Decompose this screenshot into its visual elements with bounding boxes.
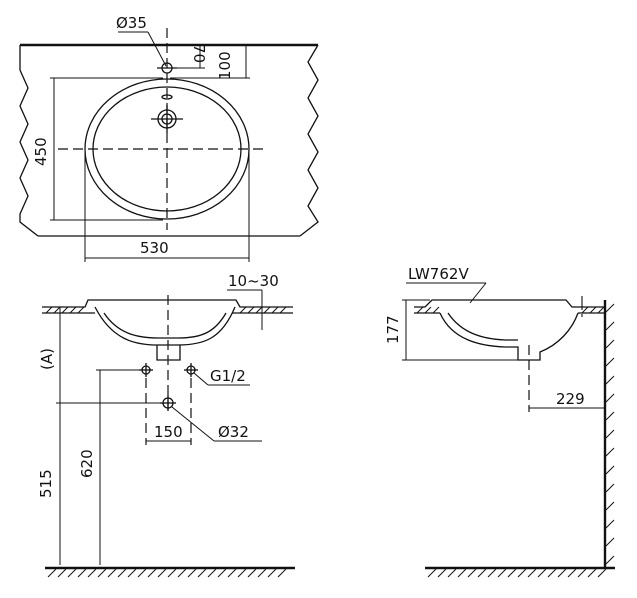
model-label: LW762V [408,265,469,283]
height-620-label: 620 [78,449,96,478]
height-515-label: 515 [37,469,55,498]
drain-diameter-label: Ø32 [218,423,249,441]
wall-hatch [605,303,615,565]
dim-70-label: 70 [190,44,208,63]
dim-530-label: 530 [140,239,169,257]
front-bowl [94,306,236,346]
front-counter-hatch [45,306,287,314]
side-view: LW762V 177 229 [384,265,615,578]
plan-view: Ø35 70 100 450 530 [19,14,319,262]
tap-hole-leader [147,31,167,67]
front-view: 150 G1/2 Ø32 10~30 (A) 515 620 [37,272,295,578]
basin-depth-label: 177 [384,315,402,344]
supply-spacing-label: 150 [154,423,183,441]
side-bowl [439,312,579,361]
side-a-label: (A) [38,348,56,370]
counter-thickness-label: 10~30 [228,272,279,290]
side-counter-hatch [416,306,605,314]
side-rim-top [414,299,605,308]
left-break-line [19,45,39,237]
supply-thread-leader [193,372,209,386]
front-floor-hatch [47,568,287,578]
drain-leader [171,406,215,442]
model-leader [469,282,487,304]
front-bowl-inner [103,312,227,339]
right-break-line [299,44,319,237]
side-bowl-inner [447,312,518,341]
supply-thread-label: G1/2 [210,367,246,385]
dim-450-label: 450 [32,137,50,166]
tap-hole-diameter-label: Ø35 [116,14,147,32]
side-floor-hatch [427,568,607,578]
front-rim-top [42,299,293,308]
wall-offset-label: 229 [556,390,585,408]
overflow-slot-icon [161,94,173,100]
dim-100-label: 100 [216,51,234,80]
